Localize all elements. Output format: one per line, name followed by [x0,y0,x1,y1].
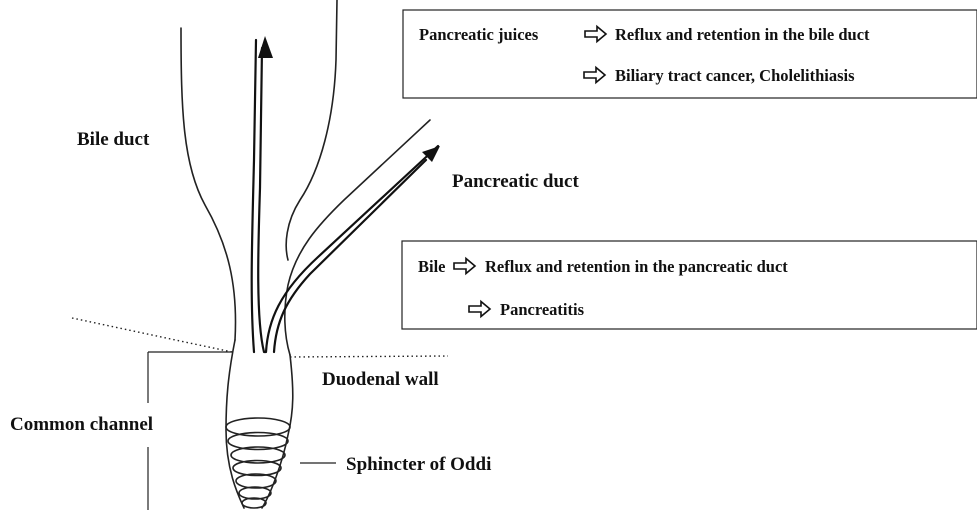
bottom-box-line1-left: Bile [418,257,446,276]
pancreatic-juice-reflux-box: Pancreatic juices Reflux and retention i… [403,10,977,98]
common-channel-label: Common channel [10,414,153,435]
bile-reflux-box: Bile Reflux and retention in the pancrea… [402,241,977,329]
top-box-line1-right: Reflux and retention in the bile duct [615,25,870,44]
bottom-box-line2: Pancreatitis [500,300,585,319]
sphincter-of-oddi-label: Sphincter of Oddi [346,454,491,475]
bile-duct-label: Bile duct [77,129,150,150]
bottom-box-frame [402,241,977,329]
pancreatic-duct-label: Pancreatic duct [452,171,579,192]
duodenal-wall-label: Duodenal wall [322,369,439,390]
top-box-line2: Biliary tract cancer, Cholelithiasis [615,66,855,85]
top-box-line1-left: Pancreatic juices [419,25,539,44]
bottom-box-line1-right: Reflux and retention in the pancreatic d… [485,257,788,276]
common-channel-bracket [148,352,232,510]
up-arrowhead-icon [258,36,273,58]
